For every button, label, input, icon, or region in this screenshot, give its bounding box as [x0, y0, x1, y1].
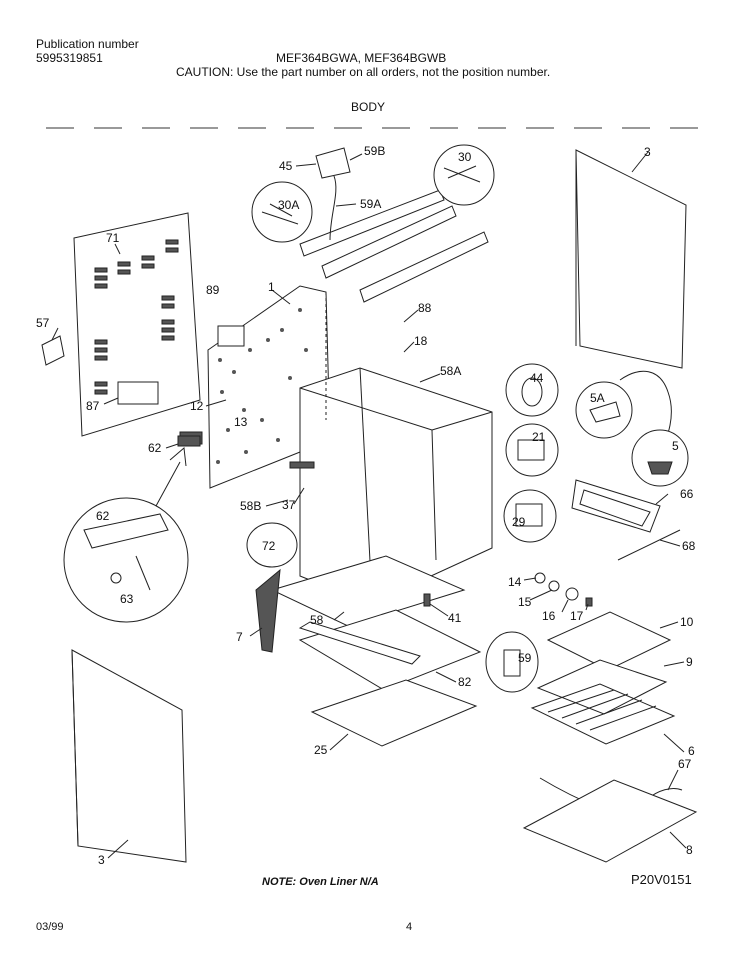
callout-72: 72: [262, 539, 276, 553]
detail-21-circle: [505, 423, 559, 477]
callout-1: 1: [268, 280, 275, 294]
model-numbers: MEF364BGWA, MEF364BGWB: [276, 51, 447, 65]
diagram-code: P20V0151: [631, 872, 692, 887]
callout-58: 58: [310, 613, 324, 627]
callout-10: 10: [680, 615, 694, 629]
detail-5a-circle: [575, 381, 633, 439]
detail-arrow: [155, 447, 187, 507]
detail-5-circle: [631, 429, 689, 487]
callout-17: 17: [570, 609, 584, 623]
detail-62-63-circle: [63, 497, 189, 623]
side-panel-upper: [575, 149, 687, 369]
callout-59a: 59A: [360, 197, 381, 211]
callout-41: 41: [448, 611, 462, 625]
detail-72-circle: [246, 522, 298, 568]
detail-59-circle: [485, 631, 539, 693]
publication-number: 5995319851: [36, 51, 103, 65]
callout-82: 82: [458, 675, 472, 689]
oven-cabinet: [299, 292, 493, 605]
callout-14: 14: [508, 575, 522, 589]
section-title: BODY: [351, 100, 386, 114]
callout-12: 12: [190, 399, 204, 413]
oven-floor-parts: [270, 555, 482, 747]
callout-21: 21: [532, 430, 546, 444]
callout-5: 5: [672, 439, 679, 453]
callout-labels: 45 59B 30 3 30A 59A 71 89 1 88 57 18 58A…: [36, 144, 696, 867]
callout-45: 45: [279, 159, 293, 173]
part-57-bracket: [41, 335, 65, 366]
callout-58b: 58B: [240, 499, 261, 513]
caution-text: CAUTION: Use the part number on all orde…: [176, 65, 551, 79]
callout-58a: 58A: [440, 364, 461, 378]
oven-liner-note: NOTE: Oven Liner N/A: [262, 876, 379, 888]
door-hinge: [255, 568, 281, 653]
detail-30-circle: [433, 144, 495, 206]
callout-44: 44: [530, 371, 544, 385]
part-45: [315, 147, 351, 179]
callout-3-lower: 3: [98, 853, 105, 867]
callout-87: 87: [86, 399, 100, 413]
back-panel: [73, 212, 201, 437]
callout-9: 9: [686, 655, 693, 669]
bake-element: [571, 479, 661, 533]
callout-68: 68: [682, 539, 696, 553]
callout-3-upper: 3: [644, 145, 651, 159]
part-59a: [329, 175, 337, 241]
drip-tray: [522, 779, 698, 863]
part-62: [177, 435, 201, 447]
callout-29: 29: [512, 515, 526, 529]
callout-89: 89: [206, 283, 220, 297]
side-panel-lower: [71, 649, 187, 863]
detail-30a-circle: [251, 181, 313, 243]
part-68-wire: [617, 529, 681, 561]
page-number: 4: [406, 921, 413, 933]
callout-59b: 59B: [364, 144, 385, 158]
leader-lines: [51, 151, 687, 859]
callout-6: 6: [688, 744, 695, 758]
callout-71: 71: [106, 231, 120, 245]
callout-88: 88: [418, 301, 432, 315]
callout-30: 30: [458, 150, 472, 164]
footer-date: 03/99: [36, 921, 64, 933]
small-hardware: [289, 461, 593, 607]
top-frame-rails: [299, 189, 489, 303]
callout-59: 59: [518, 651, 532, 665]
callout-8: 8: [686, 843, 693, 857]
callout-63: 63: [120, 592, 134, 606]
rack-and-covers: [530, 611, 676, 745]
callout-25: 25: [314, 743, 328, 757]
detail-44-circle: [505, 363, 559, 417]
detail-29-circle: [503, 489, 557, 543]
callout-18: 18: [414, 334, 428, 348]
publication-label: Publication number: [36, 37, 139, 51]
callout-57: 57: [36, 316, 50, 330]
callout-13: 13: [234, 415, 248, 429]
callout-67: 67: [678, 757, 692, 771]
callout-66: 66: [680, 487, 694, 501]
callout-15: 15: [518, 595, 532, 609]
callout-62-upper: 62: [148, 441, 162, 455]
callout-62-detail: 62: [96, 509, 110, 523]
callout-16: 16: [542, 609, 556, 623]
callout-7: 7: [236, 630, 243, 644]
callout-5a: 5A: [590, 391, 605, 405]
callout-37: 37: [282, 498, 296, 512]
callout-30a: 30A: [278, 198, 299, 212]
